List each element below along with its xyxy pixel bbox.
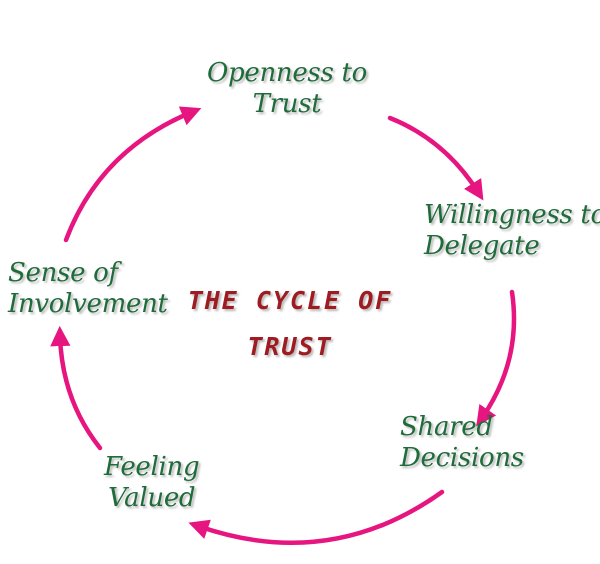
arrow-openness-to-willingness <box>387 115 484 201</box>
node-feeling-valued: Feeling Valued <box>104 452 200 514</box>
node-label-line: Shared <box>400 412 493 442</box>
node-label-line: Decisions <box>400 443 524 473</box>
node-label-line: Feeling <box>104 452 200 482</box>
diagram-title-line: THE CYCLE OF <box>187 286 393 315</box>
node-label-line: Openness to <box>207 58 367 88</box>
node-openness-to-trust: Openness to Trust <box>207 58 367 120</box>
diagram-title-line: TRUST <box>247 332 333 361</box>
node-label-line: Delegate <box>424 231 540 261</box>
node-sense-of-involvement: Sense of Involvement <box>8 258 168 320</box>
arrow-feeling-to-involvement <box>50 325 103 451</box>
node-label-line: Valued <box>108 483 196 513</box>
node-label-line: Willingness to <box>424 200 600 230</box>
node-label-line: Sense of <box>8 258 118 288</box>
node-label-line: Trust <box>252 89 322 119</box>
node-shared-decisions: Shared Decisions <box>400 412 524 474</box>
arrow-involvement-to-openness <box>63 106 202 243</box>
diagram-title: THE CYCLE OF TRUST <box>150 278 430 370</box>
arrow-shared-to-feeling <box>188 489 445 546</box>
node-label-line: Involvement <box>8 289 168 319</box>
arrow-willingness-to-shared <box>476 289 517 427</box>
node-willingness-to-delegate: Willingness to Delegate <box>424 200 600 262</box>
